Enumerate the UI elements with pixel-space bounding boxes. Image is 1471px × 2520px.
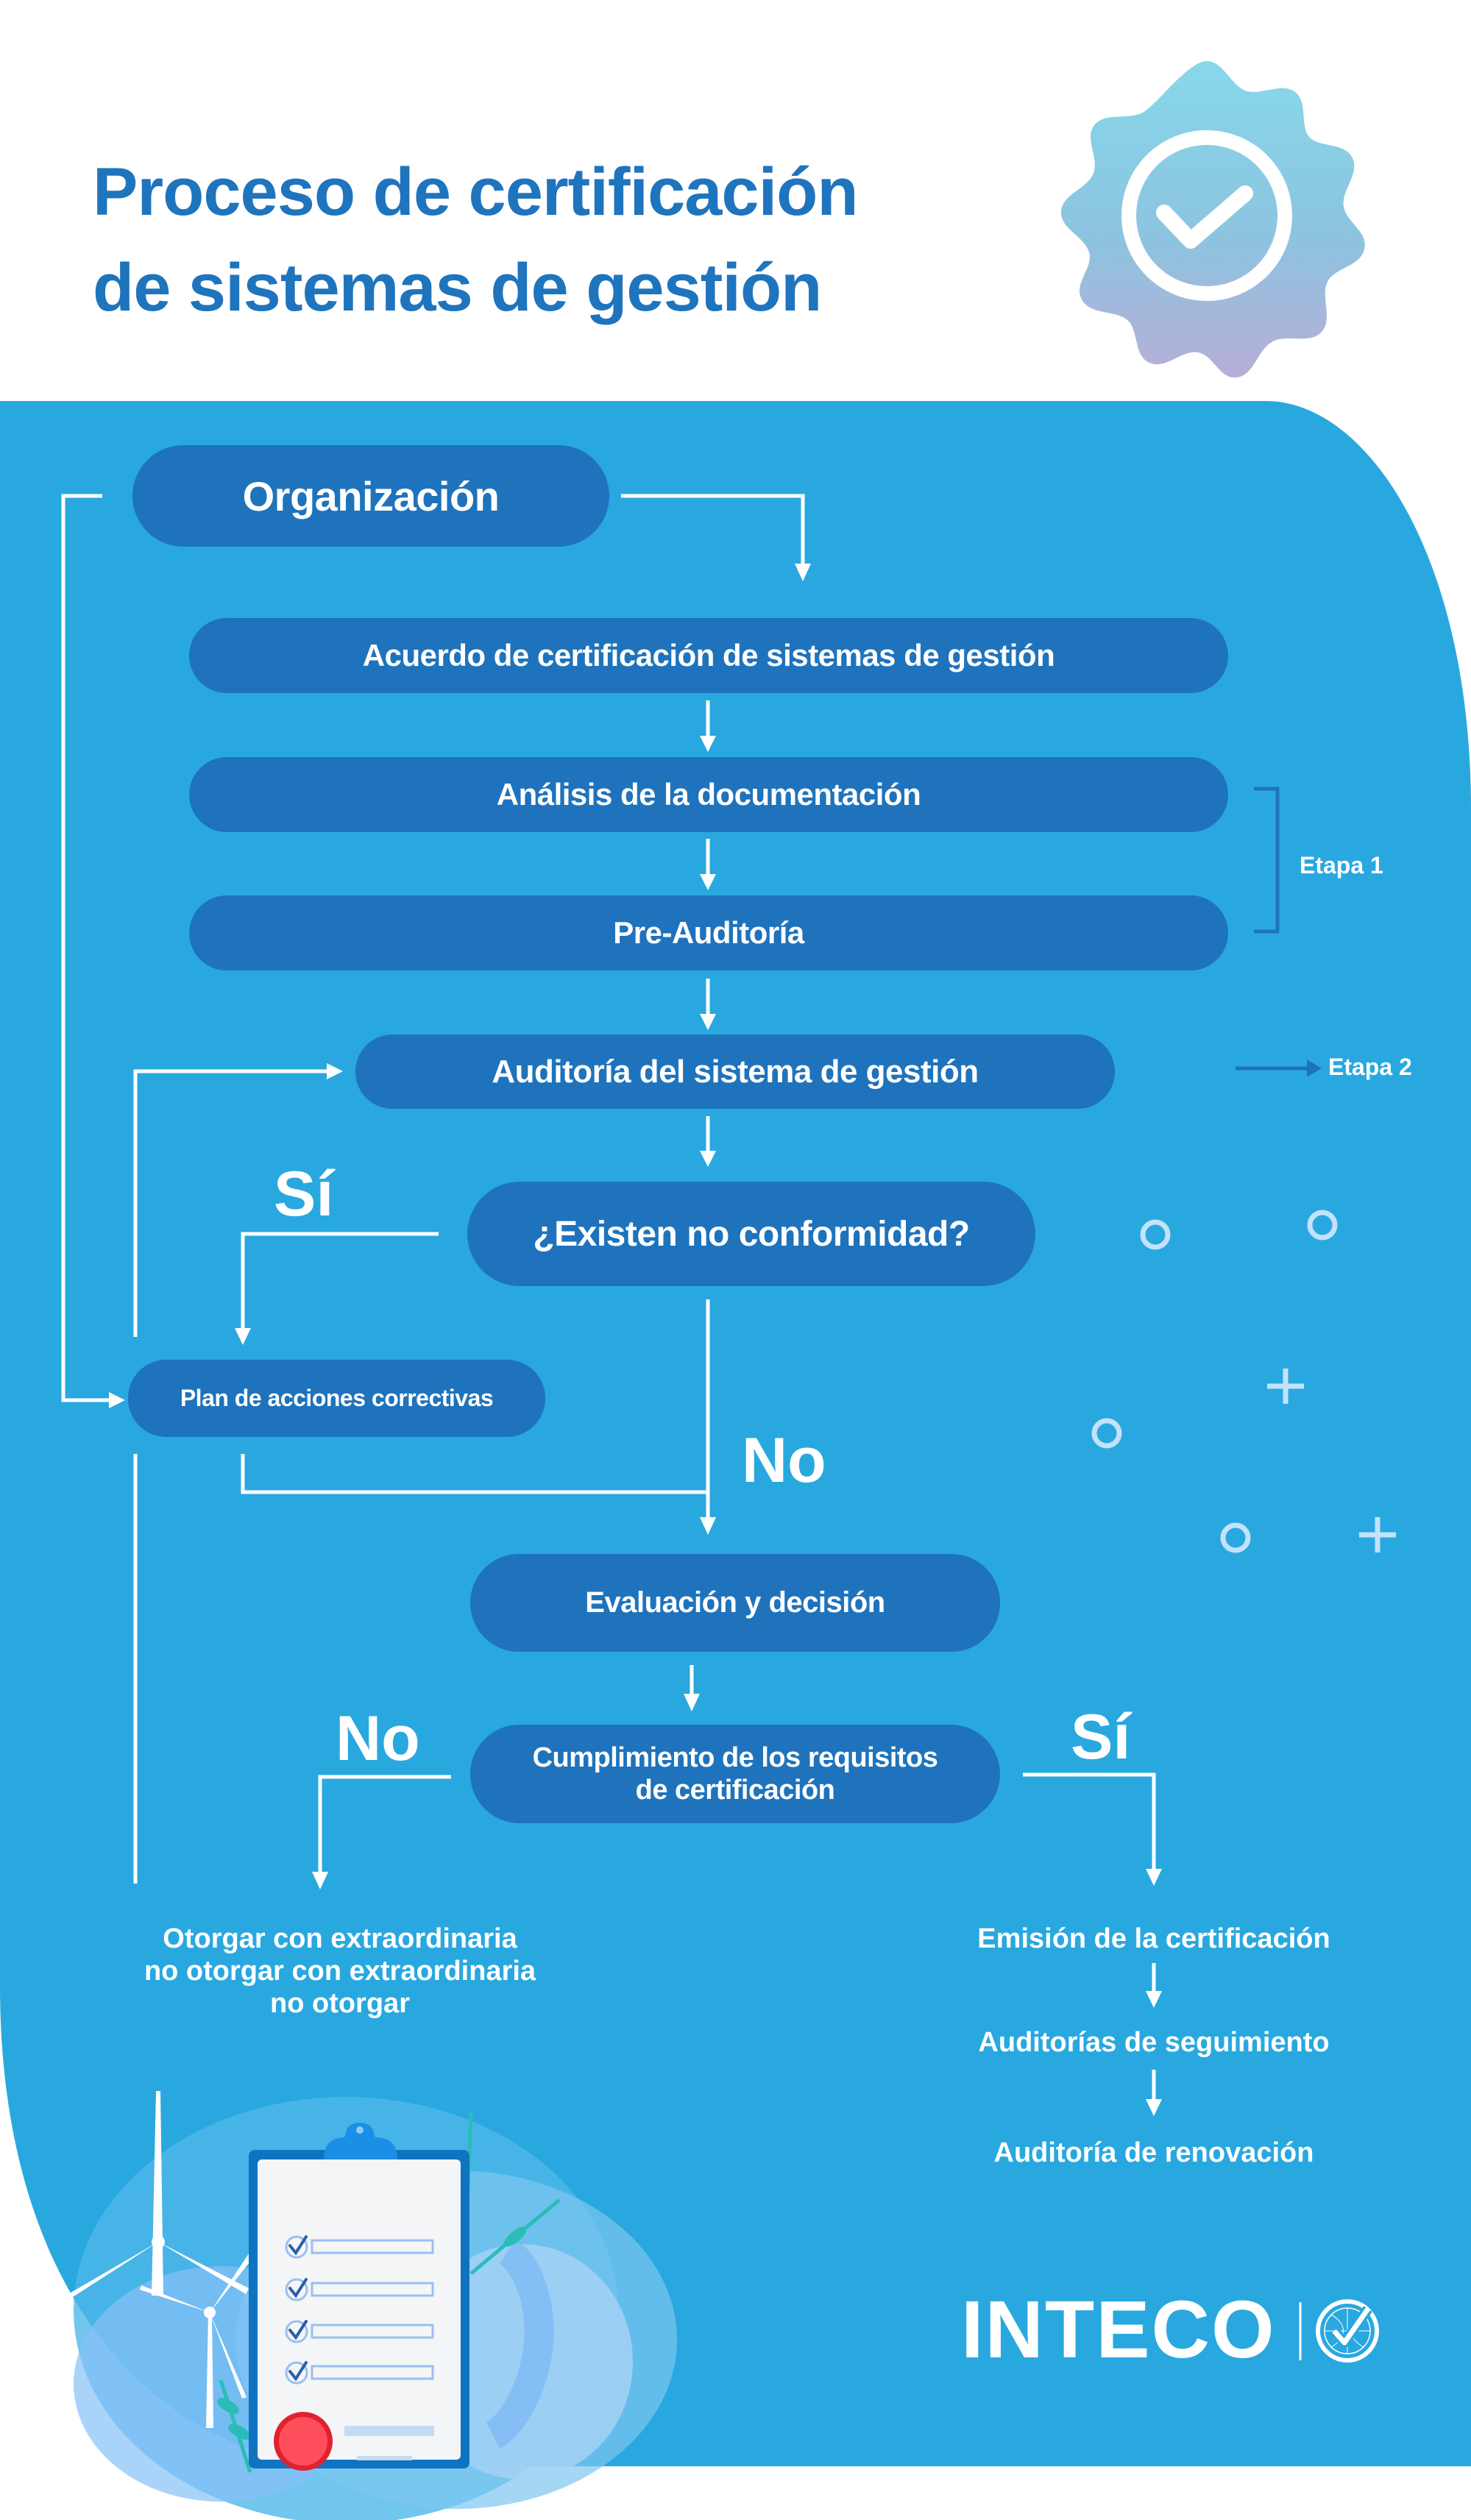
decision-no-conformidad: ¿Existen no conformidad? (467, 1182, 1035, 1286)
node-pre-auditoria: Pre-Auditoría (189, 895, 1228, 970)
globe-check-icon (1316, 2299, 1379, 2363)
node-evaluacion: Evaluación y decisión (470, 1554, 1000, 1652)
brand-logo: INTECO (961, 2285, 1276, 2375)
node-label: Análisis de la documentación (496, 777, 921, 812)
decision1-yes-label: Sí (274, 1159, 334, 1229)
decision-label: ¿Existen no conformidad? (533, 1214, 970, 1254)
node-label: Evaluación y decisión (585, 1586, 885, 1619)
stage-1-label: Etapa 1 (1300, 852, 1383, 879)
stage-2-label: Etapa 2 (1328, 1054, 1412, 1080)
decision2-yes-label: Sí (1071, 1702, 1131, 1772)
connectors (61, 494, 1156, 2102)
no-outcome-line-2: no otorgar con extraordinaria (143, 1956, 536, 1987)
decision-label-line-1: Cumplimiento de los requisitos (532, 1742, 938, 1773)
outcome-emision: Emisión de la certificación (977, 1923, 1330, 1954)
node-auditoria-sistema: Auditoría del sistema de gestión (355, 1034, 1115, 1109)
no-outcome-line-1: Otorgar con extraordinaria (163, 1923, 517, 1954)
node-organizacion: Organización (132, 445, 609, 547)
no-outcome-text: Otorgar con extraordinaria no otorgar co… (144, 1923, 536, 2020)
node-label: Acuerdo de certificación de sistemas de … (362, 638, 1055, 672)
no-outcome-line-3: no otorgar (270, 1988, 410, 2019)
decision2-no-label: No (336, 1703, 420, 1774)
stage-markers (1236, 787, 1308, 1071)
decision-cumplimiento: Cumplimiento de los requisitos de certif… (470, 1725, 1000, 1823)
page-title: Proceso de certificación de sistemas de … (93, 144, 859, 336)
clipboard-checklist-illustration (62, 2091, 677, 2520)
arrowheads (109, 564, 1162, 2116)
node-plan-acciones: Plan de acciones correctivas (128, 1360, 545, 1437)
node-label: Auditoría del sistema de gestión (492, 1053, 979, 1090)
node-label: Plan de acciones correctivas (180, 1385, 494, 1411)
node-label: Pre-Auditoría (613, 915, 804, 950)
outcome-renovacion: Auditoría de renovación (993, 2137, 1314, 2168)
node-analisis: Análisis de la documentación (189, 757, 1228, 832)
decorative-shapes (1091, 1210, 1396, 1553)
node-label: Organización (242, 472, 500, 519)
node-acuerdo: Acuerdo de certificación de sistemas de … (189, 618, 1228, 693)
certified-badge-icon (1060, 61, 1365, 378)
stage2-arrowhead (1307, 1060, 1322, 1077)
outcome-seguimiento: Auditorías de seguimiento (978, 2027, 1330, 2058)
decision-label-line-2: de certificación (635, 1775, 835, 1806)
title-line-2: de sistemas de gestión (93, 250, 822, 325)
decision1-no-label: No (742, 1425, 826, 1496)
title-line-1: Proceso de certificación (93, 155, 859, 230)
